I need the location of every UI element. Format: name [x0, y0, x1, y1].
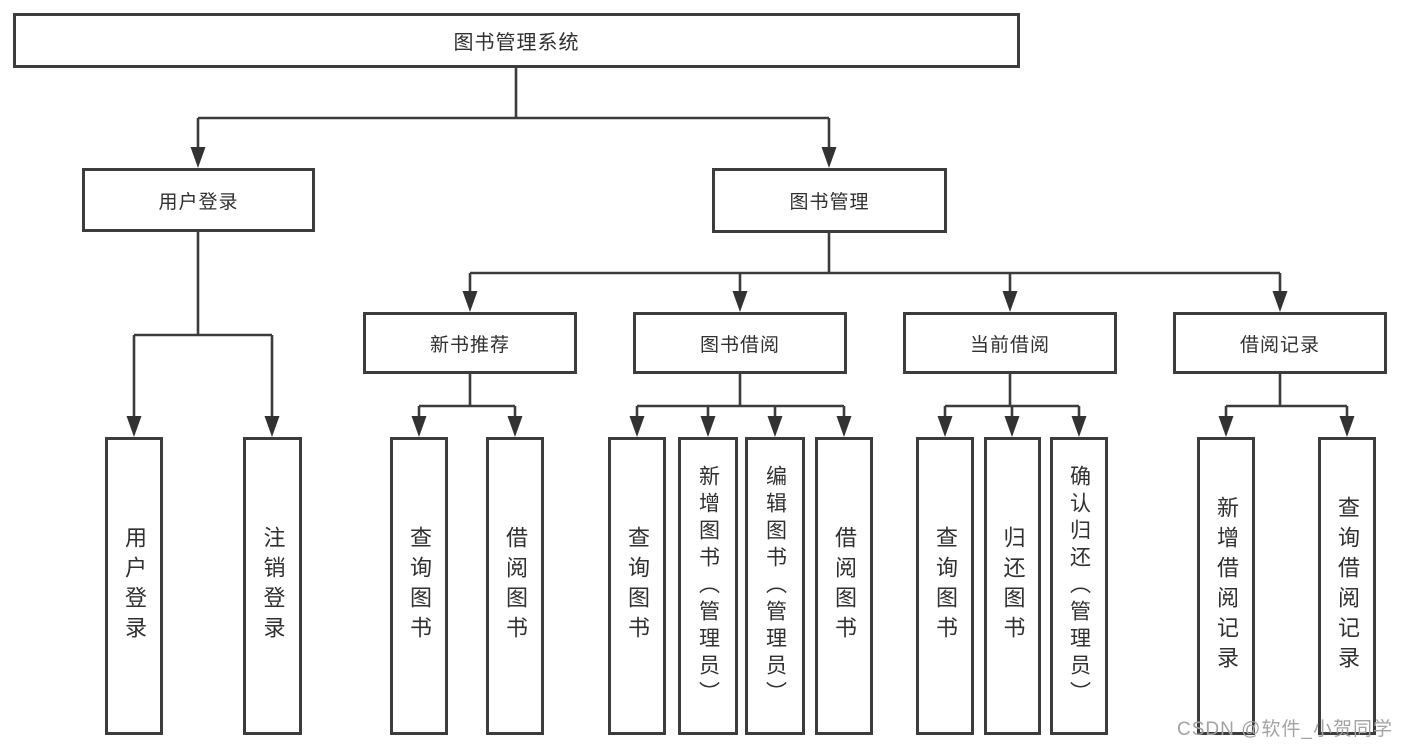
- csdn-watermark: CSDN @软件_小贺同学: [1177, 719, 1393, 740]
- leaf-query-borrow-record: 查询借阅记录: [1318, 437, 1376, 735]
- node-user-login: 用户登录: [82, 168, 315, 232]
- arrowheads: [126, 147, 1355, 437]
- connector-userlogin-to-leaves: [132, 232, 274, 419]
- leaf-return-books: 归还图书: [984, 437, 1041, 735]
- connector-newbookrec-to-leaves: [417, 374, 517, 419]
- leaf-query-books-borrow: 查询图书: [608, 437, 666, 735]
- connector-bookmgmt-to-level3: [468, 233, 1282, 294]
- node-library-management-system: 图书管理系统: [13, 13, 1020, 68]
- leaf-logout: 注销登录: [243, 437, 302, 735]
- connector-borrowrecords-to-leaves: [1224, 374, 1349, 419]
- node-book-borrow: 图书借阅: [633, 312, 847, 374]
- leaf-borrow-books: 借阅图书: [815, 437, 873, 735]
- connector-root-to-level2: [196, 68, 831, 150]
- connector-currentborrow-to-leaves: [943, 374, 1081, 419]
- leaf-query-books-recommend: 查询图书: [390, 437, 448, 735]
- node-new-book-recommend: 新书推荐: [363, 312, 577, 374]
- leaf-query-books-current: 查询图书: [916, 437, 974, 735]
- leaf-user-login: 用户登录: [105, 437, 163, 735]
- leaf-edit-book-admin: 编辑图书（管理员）: [745, 437, 805, 735]
- leaf-confirm-return-admin: 确认归还（管理员）: [1050, 437, 1108, 735]
- connector-bookborrow-to-leaves: [635, 374, 846, 419]
- node-borrow-records: 借阅记录: [1173, 312, 1387, 374]
- leaf-add-book-admin: 新增图书（管理员）: [678, 437, 738, 735]
- node-book-management: 图书管理: [712, 168, 947, 233]
- node-current-borrow: 当前借阅: [903, 312, 1117, 374]
- leaf-add-borrow-record: 新增借阅记录: [1197, 437, 1255, 735]
- leaf-borrow-books-recommend: 借阅图书: [486, 437, 544, 735]
